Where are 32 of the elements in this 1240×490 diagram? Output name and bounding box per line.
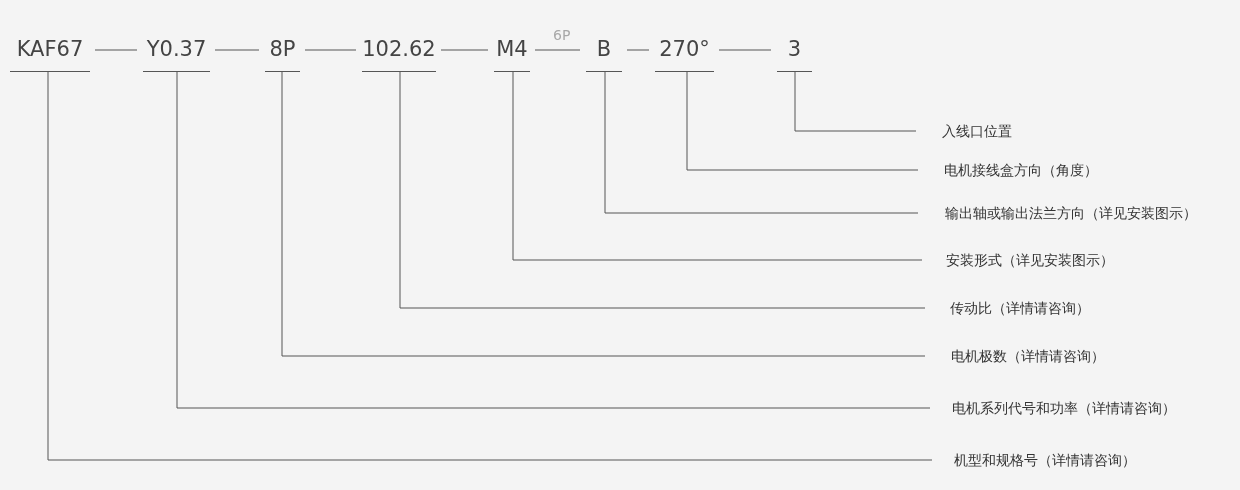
code-segment: 3 [777, 32, 812, 72]
leader-line [686, 71, 919, 171]
code-segment: Y0.37 [143, 32, 210, 72]
dash-line [626, 49, 650, 51]
code-segment: M4 [494, 32, 530, 72]
description-text: 电机接线盒方向（角度） [918, 158, 1098, 182]
dash-line [440, 49, 489, 51]
leader-line [604, 71, 919, 214]
code-segment: KAF67 [10, 32, 90, 72]
leader-line [512, 71, 923, 261]
leader-line [794, 71, 917, 132]
code-segment: 102.62 [362, 32, 436, 72]
description-text: 入线口位置 [916, 119, 1012, 143]
faint-label: 6P [553, 27, 571, 43]
description-text: 输出轴或输出法兰方向（详见安装图示） [918, 201, 1197, 225]
leader-line [399, 71, 926, 309]
dash-line [94, 49, 138, 51]
leader-line [47, 71, 933, 461]
description-text: 电机系列代号和功率（详情请咨询） [930, 396, 1176, 420]
leader-line [176, 71, 931, 409]
description-text: 安装形式（详见安装图示） [922, 248, 1114, 272]
dash-line [214, 49, 260, 51]
description-text: 电机极数（详情请咨询） [925, 344, 1105, 368]
dash-line [718, 49, 772, 51]
code-segment: B [586, 32, 622, 72]
code-segment: 8P [265, 32, 300, 72]
leader-line [281, 71, 926, 357]
description-text: 机型和规格号（详情请咨询） [932, 448, 1136, 472]
dash-line [304, 49, 357, 51]
dash-line [534, 49, 581, 51]
description-text: 传动比（详情请咨询） [925, 296, 1090, 320]
code-segment: 270° [655, 32, 714, 72]
